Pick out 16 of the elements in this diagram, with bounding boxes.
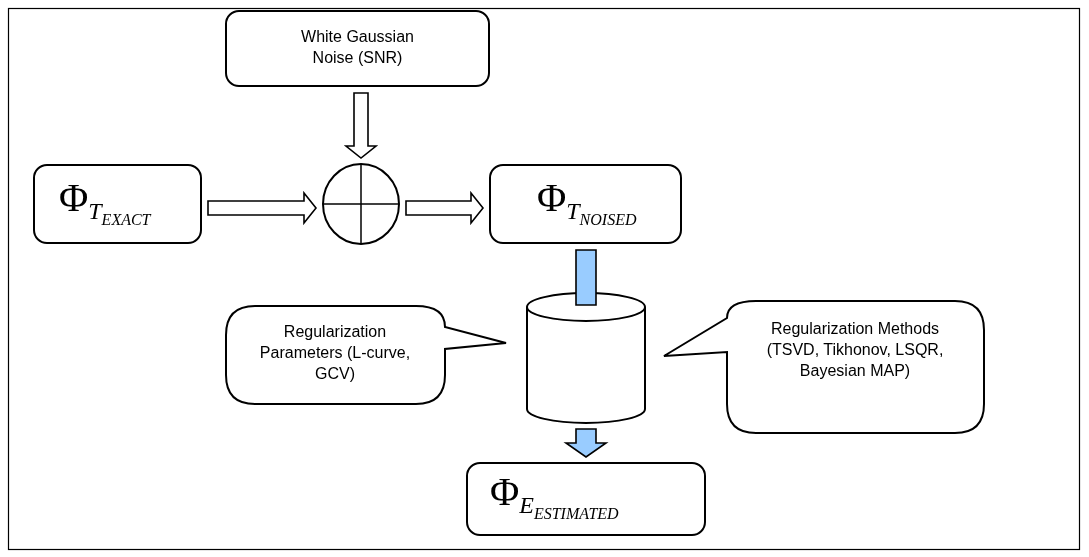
block-arrow xyxy=(563,428,609,458)
node-label: Regularization Methods (TSVD, Tikhonov, LSQR, Bayesian MAP) xyxy=(765,319,945,381)
speech-bubble xyxy=(663,300,985,434)
connector-bar xyxy=(575,249,597,306)
block-arrow xyxy=(207,190,318,226)
cylinder xyxy=(526,293,646,423)
signal-box xyxy=(466,462,706,536)
signal-box xyxy=(489,164,682,244)
block-arrow xyxy=(343,92,379,160)
node-label: Regularization Parameters (L-curve, GCV) xyxy=(258,322,412,384)
block-arrow xyxy=(405,190,485,226)
process-box xyxy=(225,10,490,87)
node-label: White Gaussian Noise (SNR) xyxy=(300,27,415,68)
speech-bubble xyxy=(225,305,507,405)
signal-box xyxy=(33,164,202,244)
summing-junction xyxy=(322,163,400,245)
